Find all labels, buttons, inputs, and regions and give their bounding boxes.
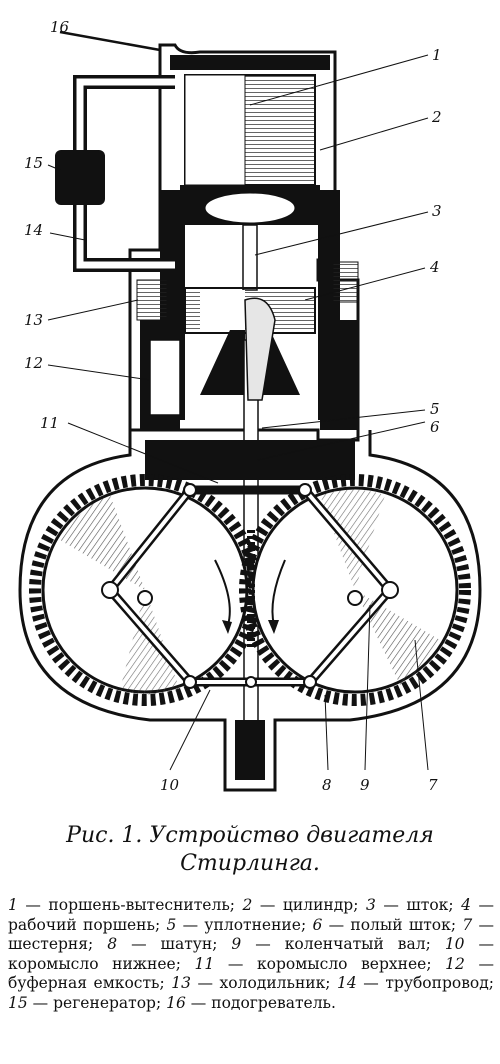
legend-entry: 5 — уплотнение; bbox=[166, 915, 313, 934]
legend-entry-text: коромысло верхнее bbox=[256, 954, 427, 973]
label-4: 4 bbox=[429, 258, 440, 276]
legend-entry: 16 — подогреватель. bbox=[166, 993, 336, 1012]
heater-top-plate bbox=[170, 55, 330, 70]
piston-rod bbox=[242, 224, 258, 291]
label-8: 8 bbox=[322, 776, 332, 794]
label-14: 14 bbox=[24, 221, 43, 239]
upper-crank-link bbox=[244, 297, 276, 401]
figure-caption-title: Рис. 1. Устройство двигателя Стирлинга. bbox=[66, 823, 434, 876]
heater-wire bbox=[59, 30, 161, 52]
legend-entry-text: подогреватель bbox=[211, 993, 331, 1012]
legend-entry: 11 — коромысло верхнее; bbox=[194, 954, 446, 973]
rotation-arrow-left bbox=[214, 559, 231, 626]
leader-lines bbox=[47, 54, 429, 771]
figure-legend: 1 — поршень-вытеснитель; 2 — цилиндр; 3 … bbox=[8, 896, 494, 1013]
legend-entry: 14 — трубопровод; bbox=[337, 974, 495, 992]
label-5: 5 bbox=[430, 400, 440, 418]
label-11: 11 bbox=[40, 414, 59, 432]
legend-entry-number: 6 bbox=[312, 915, 323, 934]
regenerator bbox=[55, 150, 105, 205]
legend-entry: 4 — рабочий поршень; bbox=[8, 896, 494, 934]
cooler-right bbox=[332, 261, 359, 303]
legend-entry-text: буферная емкость bbox=[8, 974, 160, 992]
gear-housing bbox=[18, 430, 482, 792]
legend-entry-number: 12 bbox=[445, 954, 465, 973]
legend-entry-number: 4 bbox=[461, 896, 471, 914]
legend-entry-number: 8 bbox=[107, 935, 118, 953]
legend-entry-number: 15 bbox=[8, 993, 28, 1012]
legend-entry-text: холодильник bbox=[219, 974, 326, 992]
legend-entry-number: 9 bbox=[231, 935, 242, 953]
legend-entry: 15 — регенератор; bbox=[8, 993, 167, 1012]
legend-entry: 6 — полый шток; bbox=[312, 915, 463, 934]
label-7: 7 bbox=[428, 776, 438, 794]
legend-entry-text: регенератор bbox=[53, 993, 156, 1012]
legend-entry-text: полый шток bbox=[350, 915, 451, 934]
legend-entry-text: шатун bbox=[160, 935, 213, 953]
pivot-pins bbox=[101, 483, 399, 689]
legend-entry: 9 — коленчатый вал; bbox=[231, 935, 445, 953]
legend-entry-text: рабочий поршень bbox=[8, 915, 155, 934]
label-1: 1 bbox=[432, 46, 442, 64]
legend-entry: 13 — холодильник; bbox=[171, 974, 338, 992]
rotation-arrow-left-head bbox=[222, 620, 232, 634]
cylinder-housing bbox=[128, 43, 360, 442]
legend-entry-number: 16 bbox=[166, 993, 186, 1012]
legend-entry-text: шестерня bbox=[8, 935, 89, 953]
stirling-engine-diagram: 1 2 3 4 5 6 7 8 9 10 11 12 13 14 15 16 bbox=[18, 18, 482, 794]
legend-entry-number: 10 bbox=[444, 935, 465, 953]
label-9: 9 bbox=[360, 776, 370, 794]
buffer-volume bbox=[149, 339, 181, 416]
label-10: 10 bbox=[160, 776, 180, 794]
legend-entry: 8 — шатун; bbox=[107, 935, 232, 953]
legend-entry: 10 — коромысло нижнее; bbox=[8, 935, 495, 973]
legend-entry-text: уплотнение bbox=[204, 915, 301, 934]
legend-entry: 3 — шток; bbox=[365, 896, 462, 914]
legend-entry-number: 11 bbox=[194, 954, 215, 973]
legend-entry-text: коленчатый вал bbox=[284, 935, 426, 953]
label-3: 3 bbox=[432, 202, 442, 220]
legend-entry-number: 3 bbox=[365, 896, 376, 914]
legend-entry: 1 — поршень-вытеснитель; bbox=[8, 896, 243, 914]
legend-entry-number: 2 bbox=[242, 896, 253, 914]
legend-entry: 12 — буферная емкость; bbox=[8, 954, 494, 993]
legend-entry-number: 14 bbox=[337, 974, 357, 992]
rotation-arrow-right-head bbox=[268, 620, 279, 634]
label-15: 15 bbox=[24, 154, 43, 172]
legend-entry: 7 — шестерня; bbox=[8, 915, 494, 954]
legend-entry-number: 1 bbox=[8, 896, 18, 914]
legend-entry-number: 7 bbox=[462, 915, 473, 934]
displacer-piston bbox=[180, 74, 320, 225]
label-16: 16 bbox=[50, 18, 70, 36]
legend-entry-text: цилиндр bbox=[282, 896, 354, 914]
legend-entry-text: шток bbox=[406, 896, 449, 914]
legend-entry: 2 — цилиндр; bbox=[242, 896, 366, 914]
legend-entry-number: 5 bbox=[166, 915, 177, 934]
label-13: 13 bbox=[24, 311, 43, 329]
working-piston bbox=[184, 287, 316, 395]
legend-entry-text: коромысло нижнее bbox=[8, 954, 176, 973]
label-2: 2 bbox=[431, 108, 442, 126]
legend-entry-number: 13 bbox=[171, 974, 191, 992]
cooler bbox=[136, 279, 168, 321]
legend-entry-text: трубопровод bbox=[385, 974, 489, 992]
label-6: 6 bbox=[430, 418, 440, 436]
label-12: 12 bbox=[24, 354, 43, 372]
legend-entry-text: поршень-вытеснитель bbox=[48, 896, 230, 914]
